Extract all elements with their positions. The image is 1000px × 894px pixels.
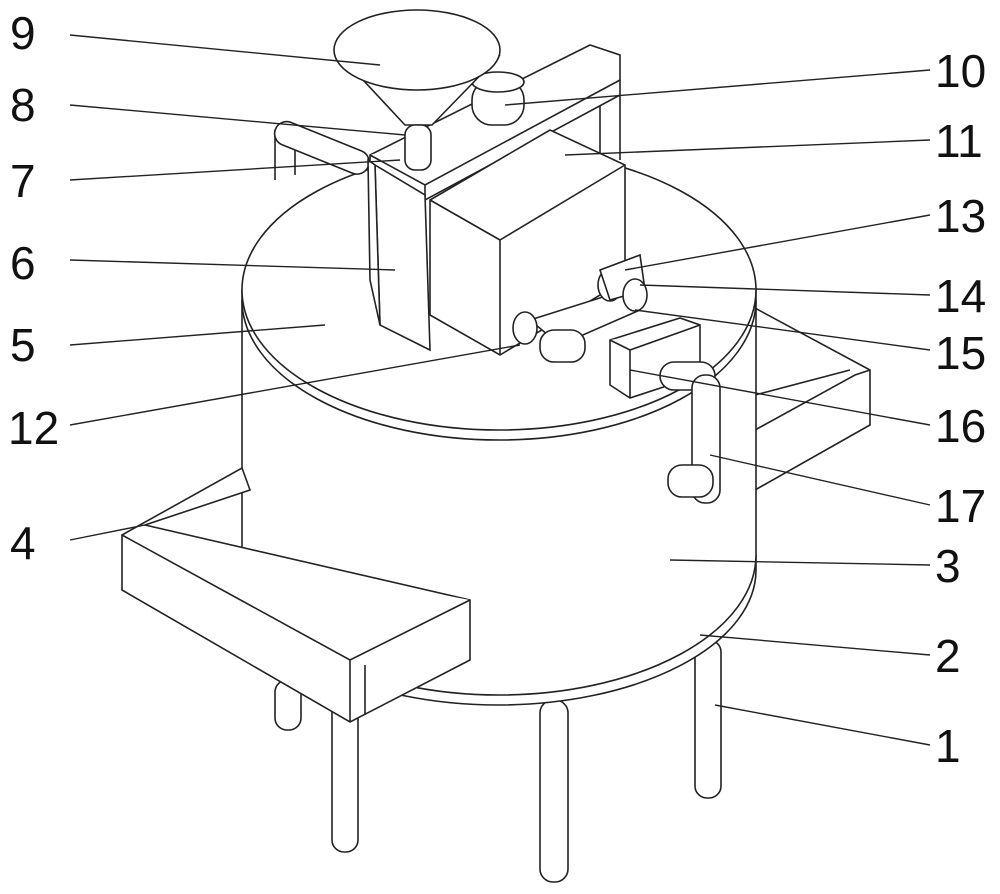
label-11: 11 <box>935 118 983 164</box>
label-2: 2 <box>935 633 961 679</box>
label-3: 3 <box>935 543 961 589</box>
label-14: 14 <box>935 273 986 319</box>
label-7: 7 <box>10 158 36 204</box>
label-12: 12 <box>8 405 59 451</box>
label-8: 8 <box>10 82 36 128</box>
label-13: 13 <box>935 193 986 239</box>
label-5: 5 <box>10 322 36 368</box>
label-6: 6 <box>10 240 36 286</box>
label-1: 1 <box>935 723 961 769</box>
label-9: 9 <box>10 10 36 56</box>
label-15: 15 <box>935 330 986 376</box>
label-10: 10 <box>935 48 986 94</box>
label-17: 17 <box>935 483 986 529</box>
label-4: 4 <box>10 520 36 566</box>
label-16: 16 <box>935 403 986 449</box>
motor <box>472 72 524 125</box>
right-chute <box>740 300 870 490</box>
